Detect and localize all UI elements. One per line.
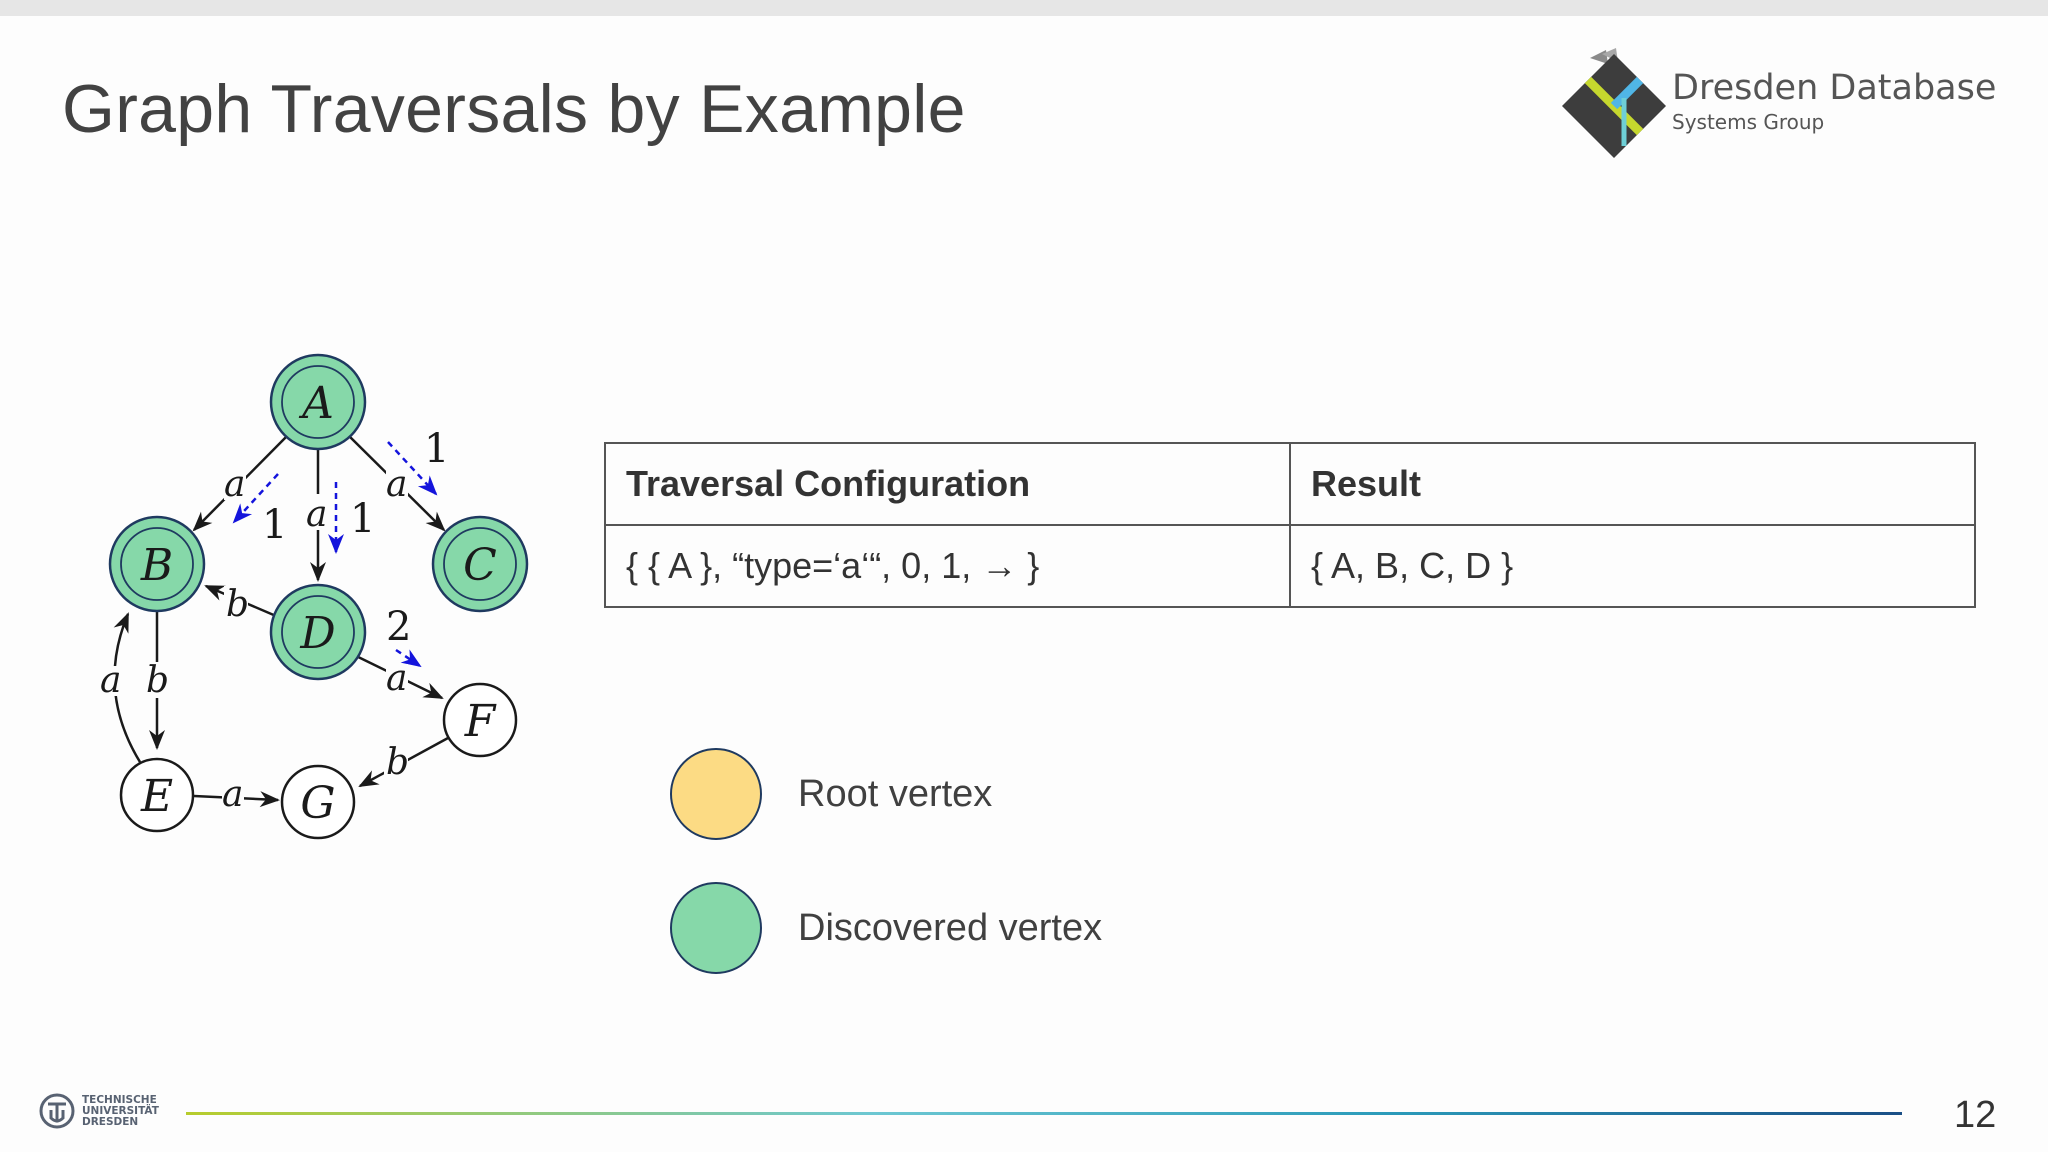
logo-title: Dresden Database [1672, 68, 1997, 108]
depth-label-c: 1 [424, 426, 449, 472]
edge-label-a-b: a [224, 464, 245, 505]
vertex-b [108, 515, 206, 613]
traversal-arrow-a-c [387, 441, 438, 496]
tu-line-1: TECHNISCHE [82, 1093, 157, 1106]
cell-result: { A, B, C, D } [1289, 524, 1976, 608]
edge-label-e-b: a [100, 660, 121, 701]
footer-divider [186, 1112, 1902, 1115]
depth-label-d: 1 [350, 496, 375, 542]
traversal-graph: a a a b b a a b a 1 1 1 2 A B C D E F G [100, 353, 529, 840]
header-traversal-configuration: Traversal Configuration [604, 442, 1291, 526]
edge-label-a-d: a [306, 494, 327, 535]
tu-line-3: DRESDEN [82, 1115, 139, 1128]
vertex-label-a: A [298, 378, 334, 429]
tu-dresden-logo: TECHNISCHE UNIVERSITÄT DRESDEN [38, 1092, 159, 1130]
edge-label-b-e: b [146, 660, 169, 701]
edge-label-d-b: b [226, 584, 249, 625]
vertex-label-f: F [464, 696, 497, 747]
vertex-e [119, 757, 195, 833]
vertex-label-c: C [463, 540, 497, 591]
logo-subtitle: Systems Group [1672, 110, 1825, 134]
tu-line-2: UNIVERSITÄT [82, 1104, 159, 1117]
vertex-d [269, 583, 367, 681]
tu-emblem-icon [39, 1093, 75, 1129]
legend-label-discovered-vertex: Discovered vertex [798, 906, 1103, 949]
vertex-a [269, 353, 367, 451]
depth-label-f: 2 [386, 604, 411, 650]
depth-label-b: 1 [262, 502, 287, 548]
diamond-logo-icon [1562, 48, 1666, 158]
discovered-vertex-swatch [670, 882, 762, 974]
slide-title: Graph Traversals by Example [62, 71, 966, 147]
vertex-c [431, 515, 529, 613]
vertex-label-e: E [140, 771, 173, 822]
vertex-label-d: D [299, 608, 335, 659]
table-row: { { A }, “type=‘a‘“, 0, 1, → } { A, B, C… [604, 524, 1976, 608]
legend-item-root-vertex: Root vertex [670, 748, 992, 840]
legend-item-discovered-vertex: Discovered vertex [670, 882, 1102, 974]
vertex-label-b: B [140, 540, 173, 591]
top-bar [0, 0, 2048, 16]
vertex-g [280, 764, 356, 840]
table-header-row: Traversal Configuration Result [604, 442, 1976, 526]
page-number: 12 [1954, 1094, 1997, 1136]
vertex-label-g: G [300, 778, 335, 829]
edge-label-f-g: b [386, 742, 409, 783]
vertex-f [442, 682, 518, 758]
root-vertex-swatch [670, 748, 762, 840]
edge-label-a-c: a [386, 464, 407, 505]
edge-label-d-f: a [386, 658, 407, 699]
traversal-arrow-d-f [395, 648, 422, 668]
header-result: Result [1289, 442, 1976, 526]
traversal-table: Traversal Configuration Result { { A }, … [604, 442, 1976, 608]
legend-label-root-vertex: Root vertex [798, 772, 993, 815]
edge-label-e-g: a [222, 774, 243, 815]
dresden-database-logo: Dresden Database Systems Group [1562, 48, 2002, 164]
cell-traversal-configuration: { { A }, “type=‘a‘“, 0, 1, → } [604, 524, 1291, 608]
